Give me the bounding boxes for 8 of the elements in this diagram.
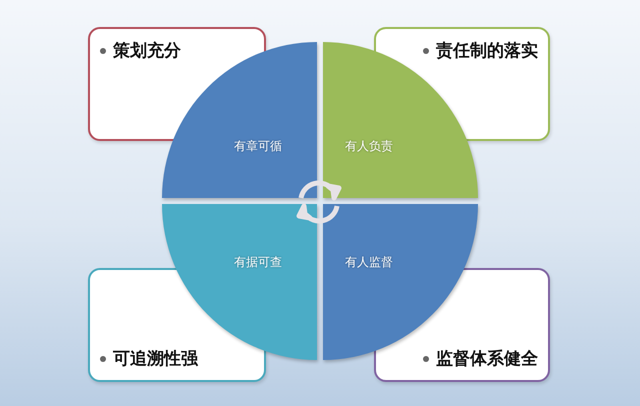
- bullet-text: 可追溯性强: [113, 348, 198, 370]
- quadrant-label: 有据可查: [234, 254, 282, 271]
- quadrant-label: 有人监督: [345, 254, 393, 271]
- quadrant-label: 有章可循: [234, 138, 282, 155]
- bullet-text: 责任制的落实: [436, 40, 538, 62]
- quadrant-label: 有人负责: [345, 138, 393, 155]
- bullet-text: 监督体系健全: [436, 348, 538, 370]
- bullet-text: 策划充分: [113, 40, 181, 62]
